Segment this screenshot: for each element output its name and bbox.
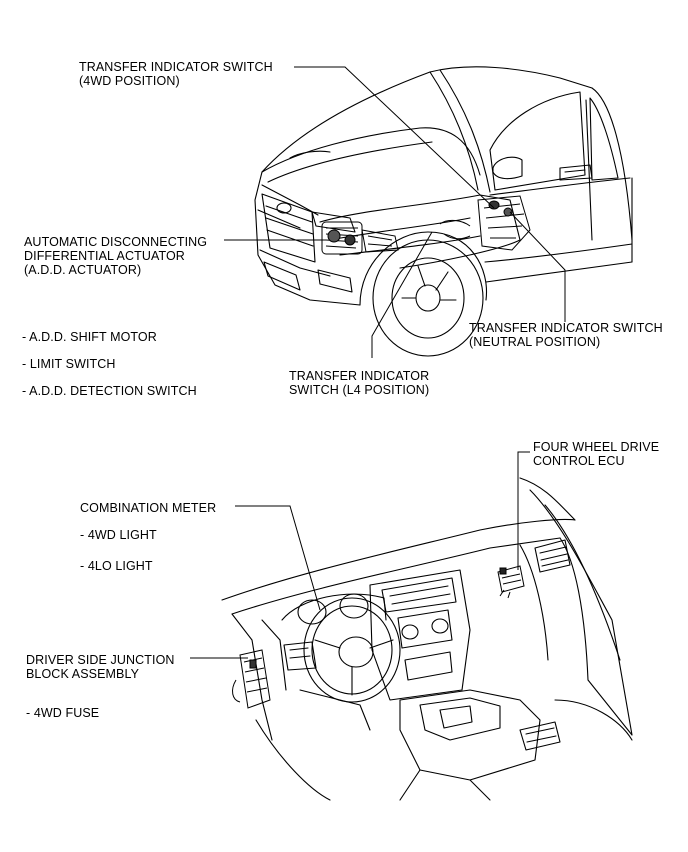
transfer-component — [439, 195, 531, 251]
list-item: - A.D.D. DETECTION SWITCH — [22, 384, 197, 398]
callout-line: BLOCK ASSEMBLY — [26, 667, 140, 681]
dashboard-drawing — [221, 477, 633, 801]
list-item: - 4WD FUSE — [26, 706, 100, 720]
callout-line: AUTOMATIC DISCONNECTING — [24, 235, 208, 249]
list-item: - 4WD LIGHT — [80, 528, 157, 542]
leader-lines-top — [224, 66, 566, 358]
callout-combination-meter: COMBINATION METER - 4WD LIGHT - 4LO LIGH… — [80, 501, 216, 573]
callout-transfer-l4: TRANSFER INDICATOR SWITCH (L4 POSITION) — [289, 369, 429, 397]
callout-ecu: FOUR WHEEL DRIVE CONTROL ECU — [533, 440, 659, 468]
callout-line: DRIVER SIDE JUNCTION — [26, 653, 175, 667]
list-item: - A.D.D. SHIFT MOTOR — [22, 330, 157, 344]
callout-transfer-4wd: TRANSFER INDICATOR SWITCH (4WD POSITION) — [79, 60, 273, 88]
vehicle-drawing — [254, 66, 633, 357]
callout-add-actuator: AUTOMATIC DISCONNECTING DIFFERENTIAL ACT… — [24, 235, 207, 277]
callout-line: SWITCH (L4 POSITION) — [289, 383, 430, 397]
add-parts-list: - A.D.D. SHIFT MOTOR - LIMIT SWITCH - A.… — [22, 330, 197, 398]
callout-line: TRANSFER INDICATOR SWITCH — [79, 60, 273, 74]
callout-line: (NEUTRAL POSITION) — [469, 335, 601, 349]
callout-title: COMBINATION METER — [80, 501, 217, 515]
callout-junction-block: DRIVER SIDE JUNCTION BLOCK ASSEMBLY - 4W… — [26, 653, 175, 720]
junction-block-component — [232, 649, 271, 709]
callout-transfer-neutral: TRANSFER INDICATOR SWITCH (NEUTRAL POSIT… — [469, 321, 663, 349]
callout-line: DIFFERENTIAL ACTUATOR — [24, 249, 185, 263]
list-item: - LIMIT SWITCH — [22, 357, 116, 371]
ecu-component — [497, 565, 525, 599]
callout-line: FOUR WHEEL DRIVE — [533, 440, 660, 454]
list-item: - 4LO LIGHT — [80, 559, 153, 573]
callout-line: (4WD POSITION) — [79, 74, 180, 88]
leader-lines-bottom — [190, 451, 530, 659]
callout-line: TRANSFER INDICATOR SWITCH — [469, 321, 663, 335]
callout-line: TRANSFER INDICATOR — [289, 369, 430, 383]
callout-line: CONTROL ECU — [533, 454, 625, 468]
add-actuator-component — [321, 221, 399, 255]
callout-line: (A.D.D. ACTUATOR) — [24, 263, 142, 277]
